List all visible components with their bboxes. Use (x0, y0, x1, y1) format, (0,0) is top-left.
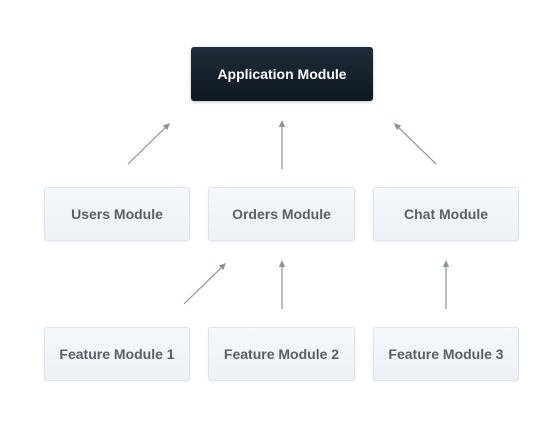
chat-module-label: Chat Module (404, 206, 488, 222)
arrow-head (278, 260, 286, 267)
arrow-feature2-to-orders (278, 260, 286, 309)
arrow-users-to-application (127, 123, 170, 165)
feature-module-1-label: Feature Module 1 (59, 346, 175, 362)
feature-module-2-label: Feature Module 2 (223, 346, 340, 362)
arrow-head (278, 120, 286, 127)
arrow-head (394, 123, 402, 131)
users-module-label: Users Module (71, 206, 163, 222)
orders-module-node: Orders Module (208, 187, 355, 241)
arrow-head (218, 263, 226, 271)
application-module-node: Application Module (191, 47, 373, 101)
feature-module-1-node: Feature Module 1 (44, 327, 190, 381)
arrow-shaft (127, 127, 166, 165)
chat-module-node: Chat Module (373, 187, 519, 241)
application-module-label: Application Module (217, 66, 347, 82)
arrow-head (162, 123, 170, 131)
arrow-orders-to-application (278, 120, 286, 169)
arrow-feature3-to-chat (442, 260, 450, 309)
users-module-node: Users Module (44, 187, 190, 241)
feature-module-3-node: Feature Module 3 (373, 327, 519, 381)
orders-module-label: Orders Module (232, 206, 331, 222)
feature-module-2-node: Feature Module 2 (208, 327, 355, 381)
arrow-head (442, 260, 450, 267)
arrow-shaft (183, 267, 222, 305)
arrow-shaft (398, 127, 437, 165)
arrow-feature1-to-orders (183, 263, 226, 305)
arrow-chat-to-application (394, 123, 437, 165)
feature-module-3-label: Feature Module 3 (388, 346, 504, 362)
